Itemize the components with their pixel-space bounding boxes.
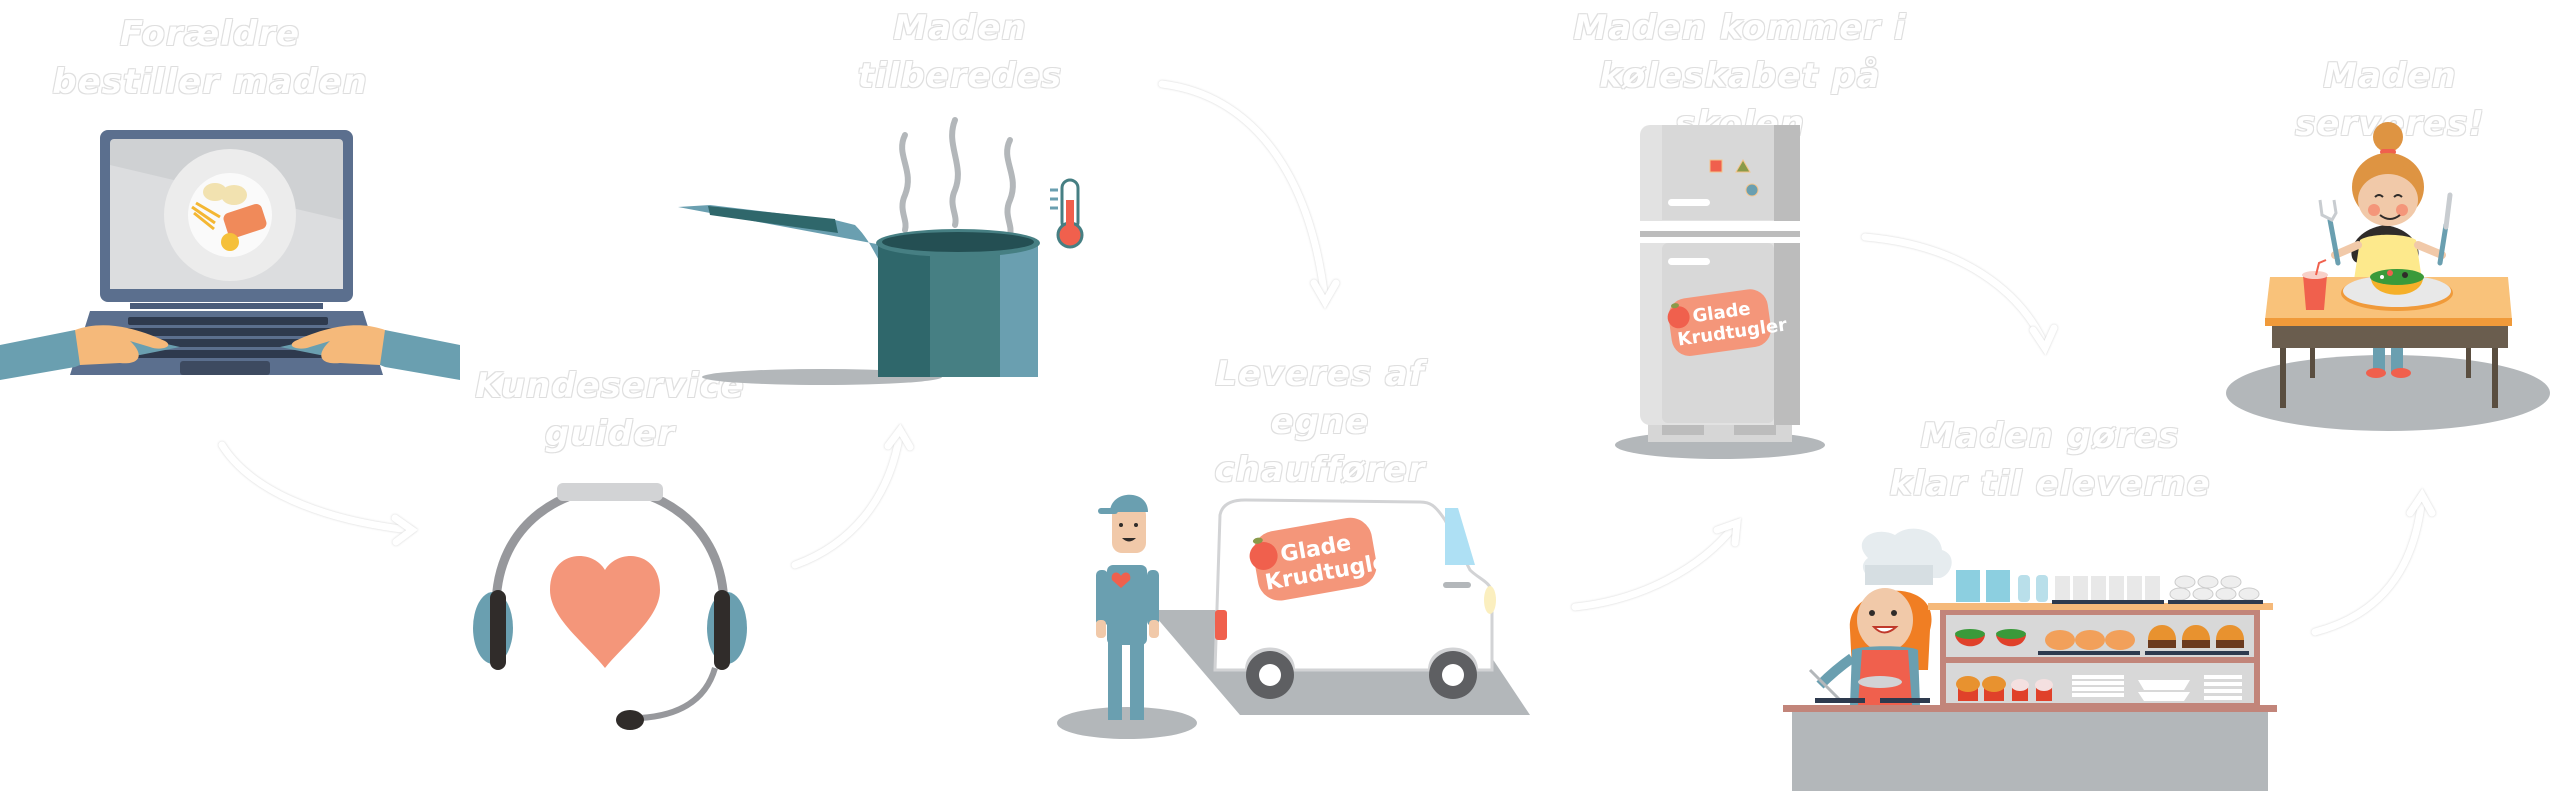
fridge-icon: Glade Krudtugler xyxy=(1615,125,1825,459)
delivery-van-icon: Glade Krudtugler xyxy=(1057,494,1530,739)
arrow-step5-to-step6 xyxy=(1861,233,2058,356)
magnet-circle xyxy=(1745,183,1759,197)
steam-icon xyxy=(899,117,1016,238)
headset-heart-icon xyxy=(473,483,747,730)
driver-icon xyxy=(1096,494,1159,720)
apple-icon xyxy=(1249,541,1278,570)
drink-cup-icon xyxy=(2302,259,2328,310)
right-shoe xyxy=(2391,368,2411,378)
child-icon xyxy=(2318,122,2453,378)
muffins xyxy=(1956,676,2053,701)
step-2-label-line1: Kundeservice xyxy=(475,366,745,406)
laptop-ordering-icon xyxy=(0,130,460,380)
step-5-label: Maden kommer i køleskabet på skolen xyxy=(1540,4,1940,148)
counter-top xyxy=(1783,705,2277,712)
step-4-label: Leveres af egne chauffører xyxy=(1160,350,1480,494)
step-3-label: Maden tilberedes xyxy=(820,4,1100,100)
step-1-label-line1: Forældre xyxy=(119,14,301,54)
magnet-triangle xyxy=(1735,159,1751,173)
step-6-label: Maden gøres klar til eleverne xyxy=(1880,412,2220,508)
arrow-step6-to-step7 xyxy=(2311,488,2436,636)
keyboard-icon xyxy=(110,317,346,358)
thermometer-icon xyxy=(1050,178,1084,249)
step-1-label: Forældre bestiller maden xyxy=(40,10,380,106)
counter-front xyxy=(1792,712,2268,791)
headband-pad xyxy=(557,483,663,501)
microphone xyxy=(616,710,644,730)
table-shadow xyxy=(2226,355,2550,431)
knife-icon xyxy=(2437,192,2453,266)
arrow-step2-to-step3 xyxy=(791,423,914,569)
driver-shadow xyxy=(1057,707,1197,739)
glasses-row xyxy=(2055,576,2160,600)
van-taillight xyxy=(1215,610,1227,640)
step-3-label-line2: tilberedes xyxy=(857,56,1063,96)
left-shoe xyxy=(2366,368,2386,378)
canteen-counter-icon xyxy=(1783,528,2277,791)
left-earpiece xyxy=(490,590,506,670)
child-shirt xyxy=(2354,234,2422,280)
right-earpiece xyxy=(714,590,730,670)
mic-boom xyxy=(639,667,718,721)
left-hand xyxy=(75,325,169,365)
plate-stacks xyxy=(2072,675,2242,701)
bowl-icon xyxy=(1858,676,1902,688)
top-shelf xyxy=(1928,603,2273,610)
cook-face xyxy=(1857,588,1913,652)
step-6-label-line2: klar til eleverne xyxy=(1889,464,2211,504)
child-eating-icon xyxy=(2226,122,2550,431)
van: Glade Krudtugler xyxy=(1213,498,1496,699)
lemon-icon xyxy=(221,233,239,251)
table-leg xyxy=(2280,348,2286,408)
salmon-icon xyxy=(223,204,267,238)
fridge-upper-handle xyxy=(1668,199,1710,206)
van-window xyxy=(1445,508,1475,565)
trackpad xyxy=(180,361,270,375)
van-door-handle xyxy=(1443,582,1471,588)
milk-cartons xyxy=(1956,570,2048,602)
pot-opening xyxy=(882,232,1034,252)
shirt-heart-icon xyxy=(1111,572,1131,588)
chicken-legs xyxy=(2045,630,2135,650)
salad-icon xyxy=(2370,269,2424,285)
van-brand-logo: Glade Krudtugler xyxy=(1249,517,1400,601)
cups-row xyxy=(2169,575,2260,601)
step-2-label-line2: guider xyxy=(544,414,676,454)
magnet-square xyxy=(1709,159,1723,173)
step-4-label-line1: Leveres af xyxy=(1215,354,1425,394)
step-5-label-line1: Maden kommer i xyxy=(1573,8,1907,48)
step-3-label-line1: Maden xyxy=(893,8,1027,48)
fridge-lower-handle xyxy=(1668,258,1710,265)
arrow-step1-to-step2 xyxy=(218,441,418,546)
step-2-label: Kundeservice guider xyxy=(470,362,750,458)
burgers xyxy=(2148,625,2244,648)
step-1-label-line2: bestiller maden xyxy=(52,62,368,102)
fork-icon xyxy=(2318,199,2341,266)
cooking-pot-icon xyxy=(678,117,1084,385)
arrow-step3-to-step4 xyxy=(1158,80,1340,309)
step-6-label-line1: Maden gøres xyxy=(1920,416,2180,456)
step-4-label-line2: egne chauffører xyxy=(1214,402,1426,490)
tongs-icon xyxy=(1808,668,1842,702)
salad-bowls xyxy=(1955,629,2026,647)
van-headlight xyxy=(1484,586,1496,614)
heart-icon xyxy=(550,556,660,668)
cook-icon xyxy=(1808,528,1952,705)
apple-icon xyxy=(1667,306,1690,329)
right-hand xyxy=(291,325,385,365)
table-leg xyxy=(2492,348,2498,408)
